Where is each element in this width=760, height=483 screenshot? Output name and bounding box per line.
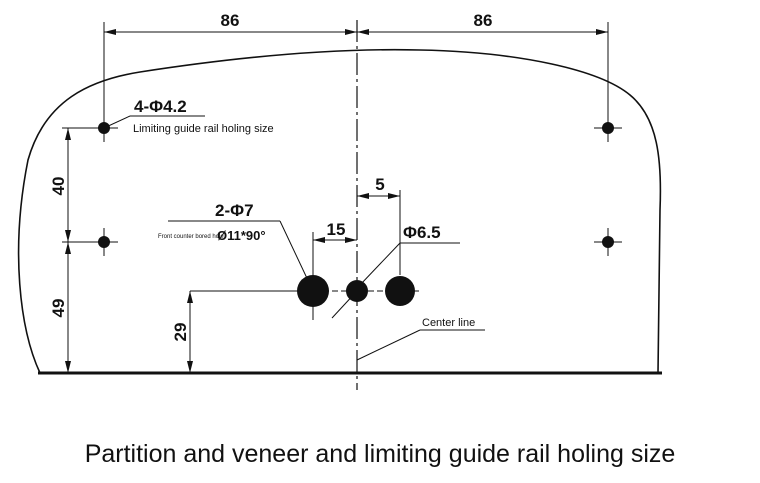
dim-arrow bbox=[388, 193, 400, 199]
dim-arrow bbox=[187, 361, 193, 373]
front-holes-callout: 2-Φ7 bbox=[215, 201, 254, 220]
dim-top-right-label: 86 bbox=[474, 11, 493, 30]
guide-hole-top-right-dot bbox=[602, 122, 614, 134]
panel-outline bbox=[17, 48, 662, 374]
dim-arrow bbox=[345, 29, 357, 35]
dim-left-upper-label: 40 bbox=[49, 177, 68, 196]
dim-arrow bbox=[313, 237, 325, 243]
large-hole-callout: Φ6.5 bbox=[403, 223, 441, 242]
dim-arrow bbox=[65, 242, 71, 254]
guide-hole-mid-left-dot bbox=[98, 236, 110, 248]
dim-arrow bbox=[187, 291, 193, 303]
guide-holes-note: Limiting guide rail holing size bbox=[133, 123, 274, 135]
dim-arrow bbox=[357, 29, 369, 35]
guide-hole-top-left-dot bbox=[98, 122, 110, 134]
dim-arrow bbox=[596, 29, 608, 35]
leader-large-diag bbox=[359, 242, 401, 286]
front-holes-note: Front counter bored hole bbox=[158, 234, 224, 240]
dim-arrow bbox=[65, 361, 71, 373]
front-hole-small bbox=[346, 280, 368, 302]
figure-caption: Partition and veneer and limiting guide … bbox=[84, 440, 676, 468]
dim-arrow bbox=[65, 128, 71, 140]
dim-arrow bbox=[104, 29, 116, 35]
dim-arrow bbox=[357, 193, 369, 199]
dim-arrow bbox=[345, 237, 357, 243]
dim-top-left-label: 86 bbox=[221, 11, 240, 30]
dim-arrow bbox=[65, 230, 71, 242]
dim-left-lower-label: 49 bbox=[49, 299, 68, 318]
front-hole-large bbox=[297, 275, 329, 307]
dim-5-label: 5 bbox=[375, 175, 384, 194]
dim-29-label: 29 bbox=[171, 323, 190, 342]
leader-center bbox=[356, 329, 421, 361]
guide-holes-callout: 4-Φ4.2 bbox=[134, 97, 187, 116]
dim-15-label: 15 bbox=[327, 220, 346, 239]
guide-hole-mid-right-dot bbox=[602, 236, 614, 248]
center-line-label: Center line bbox=[422, 317, 475, 329]
hole-6-5 bbox=[385, 276, 415, 306]
counterbore-callout: Ø11*90° bbox=[217, 228, 266, 243]
